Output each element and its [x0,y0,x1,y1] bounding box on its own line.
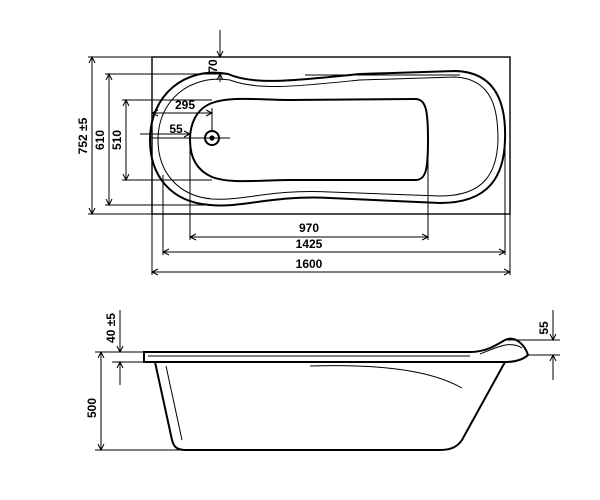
tub-body-side [154,361,506,451]
dim-label-610: 610 [93,130,107,150]
dim-label-55-drain: 55 [169,122,183,136]
rim-contour-inner [157,76,499,200]
rim-profile [143,337,530,363]
dim-label-510: 510 [110,130,124,150]
side-view: 500 40 ±5 55 [85,310,560,452]
dim-label-1425: 1425 [296,237,323,251]
dim-label-70: 70 [206,59,220,73]
rim-contour [148,69,507,207]
top-view: 970 1425 1600 752 ±5 610 510 [76,30,512,276]
tub-outline-top [151,56,511,215]
dim-label-55-back: 55 [537,321,551,335]
dim-label-295: 295 [175,98,195,112]
dim-label-40: 40 ±5 [104,313,118,343]
dim-label-752: 752 ±5 [76,117,90,154]
dim-label-500: 500 [85,398,99,418]
basin-bottom [188,97,430,183]
dim-label-970: 970 [299,221,319,235]
dim-label-1600: 1600 [296,257,323,271]
